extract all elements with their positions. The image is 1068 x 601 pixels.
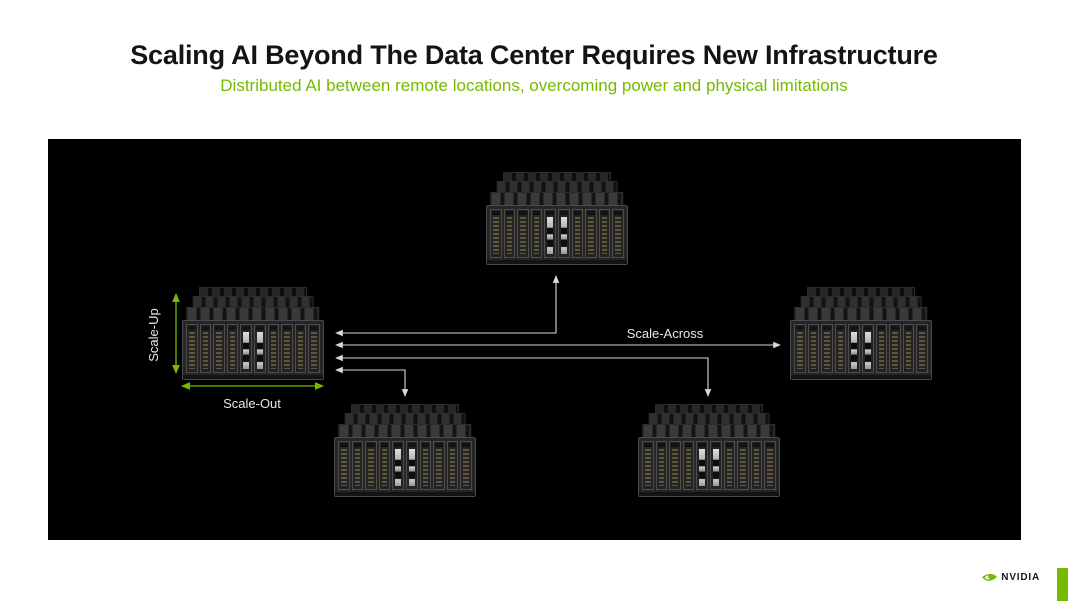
rack-cabinet	[709, 441, 722, 490]
rack-cabinet	[365, 441, 377, 490]
rack-cabinet	[598, 209, 611, 258]
rack-cabinet	[378, 441, 391, 490]
rack-front-row	[486, 205, 628, 265]
diagram-panel: Scale-Across Scale-Up Scale-Out	[48, 139, 1021, 540]
rack-cabinet	[294, 324, 307, 373]
rack-cabinet	[199, 324, 212, 373]
rack-back-row	[338, 424, 472, 440]
rack-front-row	[638, 437, 780, 497]
nvidia-logo: NVIDIA	[982, 572, 1040, 583]
rack-cabinet	[875, 324, 888, 373]
rack-front-row	[334, 437, 476, 497]
rack-cluster-left	[182, 287, 324, 380]
rack-cabinet	[585, 209, 597, 258]
rack-cabinet	[916, 324, 928, 373]
scale-up-label: Scale-Up	[146, 308, 161, 361]
connector-left-to-bottom-right	[335, 354, 712, 397]
rack-cabinet	[861, 324, 874, 373]
rack-cabinet	[213, 324, 225, 373]
rack-cabinet	[517, 209, 529, 258]
rack-back-row	[794, 307, 928, 323]
rack-front-row	[182, 320, 324, 380]
rack-cabinet	[544, 209, 556, 258]
rack-cluster-right	[790, 287, 932, 380]
rack-cabinet	[764, 441, 776, 490]
rack-cabinet	[226, 324, 239, 373]
rack-cabinet	[503, 209, 516, 258]
rack-cabinet	[889, 324, 901, 373]
rack-cabinet	[902, 324, 915, 373]
slide-title: Scaling AI Beyond The Data Center Requir…	[130, 40, 938, 70]
rack-cabinet	[281, 324, 293, 373]
rack-cabinet	[571, 209, 584, 258]
rack-cabinet	[460, 441, 472, 490]
rack-cluster-bottom-left	[334, 404, 476, 497]
rack-back-row	[186, 307, 320, 323]
rack-cluster-top-center	[486, 172, 628, 265]
rack-cabinet	[351, 441, 364, 490]
scale-out-label: Scale-Out	[223, 396, 281, 411]
rack-cabinet	[338, 441, 350, 490]
slide-subtitle: Distributed AI between remote locations,…	[220, 76, 848, 96]
rack-cabinet	[682, 441, 695, 490]
rack-cabinet	[308, 324, 320, 373]
rack-cabinet	[530, 209, 543, 258]
rack-cabinet	[267, 324, 280, 373]
scale-across-label: Scale-Across	[627, 326, 704, 341]
rack-cabinet	[821, 324, 833, 373]
nvidia-wordmark: NVIDIA	[1001, 572, 1040, 583]
rack-cabinet	[419, 441, 432, 490]
rack-cabinet	[723, 441, 736, 490]
accent-bar	[1057, 568, 1068, 601]
rack-cabinet	[446, 441, 459, 490]
rack-back-row	[490, 192, 624, 208]
rack-cabinet	[848, 324, 860, 373]
rack-cabinet	[186, 324, 198, 373]
rack-cabinet	[392, 441, 404, 490]
rack-cabinet	[696, 441, 708, 490]
rack-cabinet	[240, 324, 252, 373]
slide-header: Scaling AI Beyond The Data Center Requir…	[0, 0, 1068, 96]
rack-cluster-bottom-right	[638, 404, 780, 497]
rack-cabinet	[405, 441, 418, 490]
rack-front-row	[790, 320, 932, 380]
nvidia-eye-icon	[982, 573, 998, 581]
connector-left-to-bottom-left	[335, 366, 409, 397]
rack-cabinet	[612, 209, 624, 258]
rack-cabinet	[557, 209, 570, 258]
rack-cabinet	[642, 441, 654, 490]
rack-cabinet	[669, 441, 681, 490]
rack-cabinet	[655, 441, 668, 490]
rack-back-row	[642, 424, 776, 440]
connector-left-to-top	[335, 275, 560, 337]
rack-cabinet	[253, 324, 266, 373]
rack-cabinet	[433, 441, 445, 490]
rack-cabinet	[490, 209, 502, 258]
rack-cabinet	[737, 441, 749, 490]
rack-cabinet	[834, 324, 847, 373]
rack-cabinet	[807, 324, 820, 373]
rack-cabinet	[794, 324, 806, 373]
rack-cabinet	[750, 441, 763, 490]
